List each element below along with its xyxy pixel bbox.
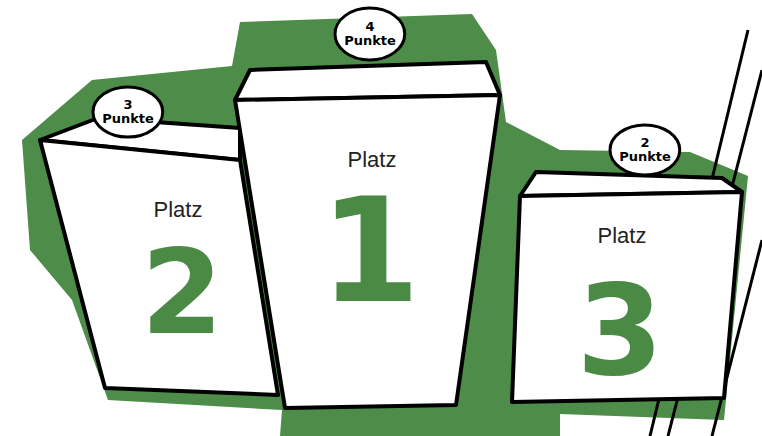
points-label: 2 Punkte — [619, 136, 671, 165]
points-label: 3 Punkte — [102, 98, 154, 127]
podium-block: Platz 3 — [508, 168, 746, 406]
place-number: 3 — [577, 268, 664, 393]
place-number: 1 — [320, 178, 421, 323]
points-label: 4 Punkte — [344, 20, 396, 49]
place-number: 2 — [141, 233, 223, 351]
badge-ellipse — [610, 125, 680, 175]
podium-front — [40, 140, 278, 395]
place-label: Platz — [154, 199, 203, 221]
place-label: Platz — [348, 149, 397, 171]
badge-ellipse — [335, 8, 405, 60]
points-badge: 2 Punkte — [608, 123, 682, 177]
podium-block: Platz 1 — [231, 58, 504, 412]
green-ground — [22, 14, 748, 436]
place-label: Platz — [598, 225, 647, 247]
points-badge: 3 Punkte — [91, 85, 165, 139]
points-badge: 4 Punkte — [333, 6, 407, 62]
podium-front — [512, 192, 742, 402]
podium-front — [235, 95, 500, 408]
badge-ellipse — [93, 87, 163, 137]
